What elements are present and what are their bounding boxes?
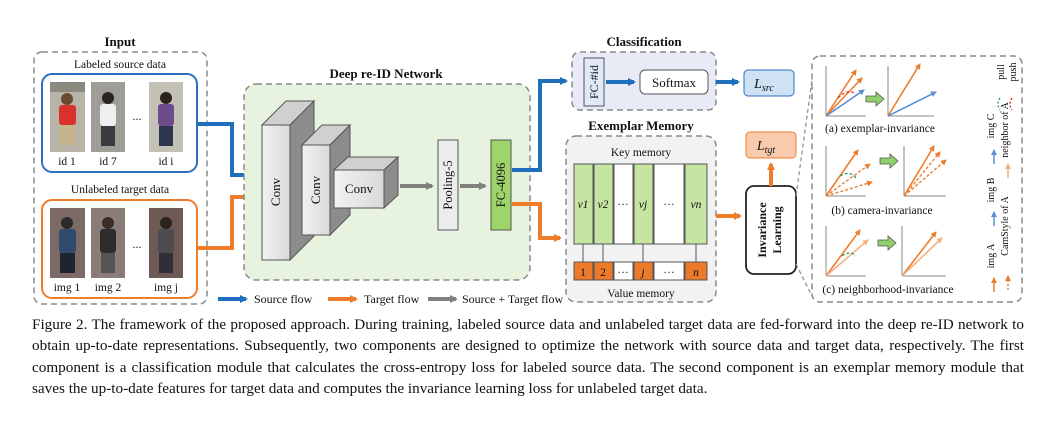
invariance-panels: (a) exemplar-invariance (b) camera-invar…: [811, 55, 1023, 303]
input-section: Input Labeled source data ... id 1 id 7 …: [33, 34, 208, 305]
source-id-1: id 1: [58, 156, 76, 168]
loss-tgt-box: [745, 131, 797, 159]
value-cell-1: [573, 261, 594, 281]
key-label-1: v1: [578, 199, 589, 211]
conv-label-2: Conv: [308, 175, 323, 204]
classification-section: Classification FC-#id Softmax: [571, 34, 717, 111]
loss-tgt-label: Ltgt: [756, 139, 776, 156]
invariance-learning-line1: Invariance: [755, 202, 769, 258]
conv-label-3: Conv: [345, 181, 374, 196]
target-data-label: Unlabeled target data: [71, 184, 169, 196]
source-flow-arrow-to-classification: [512, 77, 568, 172]
panel-b-label: (b) camera-invariance: [831, 205, 932, 217]
key-label-gap-2: ···: [663, 199, 675, 211]
key-cell-gap-1: [613, 163, 634, 245]
value-label-1: 1: [580, 267, 586, 279]
value-memory-cells: 1 2 ··· j ··· n: [573, 261, 708, 281]
value-cell-2: [593, 261, 614, 281]
legend-neighbor-a: neighbor of A: [1000, 101, 1011, 157]
legend-pull: pull: [996, 64, 1007, 80]
invariance-panel-connector: [795, 79, 813, 297]
softmax-label: Softmax: [652, 75, 697, 90]
legend-camstyle-a: CamStyle of A: [1000, 196, 1011, 256]
target-flow-legend-label: Target flow: [364, 292, 420, 306]
panel-camera-invariance: [825, 145, 947, 197]
target-id-2: img 2: [95, 282, 122, 294]
invariance-legend: pull push img C neighbor of A img B CamS…: [986, 63, 1019, 292]
pooling-block: [437, 139, 459, 231]
key-label-n: vn: [691, 199, 702, 211]
panel-b-transition-arrow: [879, 153, 899, 169]
panel-exemplar-invariance: [825, 63, 937, 117]
source-person-image-1: [50, 82, 85, 152]
figure-caption: Figure 2. The framework of the proposed …: [32, 314, 1024, 399]
memory-connectors: [582, 244, 697, 262]
fc-4096-label: FC-4096: [494, 163, 508, 207]
fc-id-block: [583, 57, 605, 107]
softmax-box: [639, 69, 709, 95]
target-ellipsis: ...: [133, 237, 142, 251]
value-cell-gap-2: [653, 261, 685, 281]
key-memory-label: Key memory: [611, 147, 672, 159]
key-label-j: vj: [639, 199, 647, 211]
target-flow-arrow-to-memory: [512, 202, 562, 242]
value-memory-label: Value memory: [607, 288, 675, 300]
legend-img-b: img B: [986, 177, 997, 202]
source-person-image-3: [149, 82, 183, 152]
target-data-box: [41, 199, 198, 299]
loss-src-box: [743, 69, 795, 97]
fc-4096-block: [490, 139, 512, 231]
memory-title: Exemplar Memory: [588, 118, 694, 133]
source-id-3: id i: [158, 156, 173, 168]
target-id-3: img j: [154, 282, 178, 294]
value-cell-j: [633, 261, 654, 281]
pooling-label: Pooling-5: [441, 160, 455, 209]
value-label-2: 2: [600, 267, 606, 279]
key-cell-gap-2: [653, 163, 685, 245]
input-title: Input: [104, 34, 136, 49]
loss-src-label: Lsrc: [753, 77, 774, 94]
value-label-n: n: [693, 267, 699, 279]
value-cell-gap-1: [613, 261, 634, 281]
source-data-box: [41, 73, 198, 173]
target-person-image-3: [149, 208, 183, 278]
framework-figure: Input Labeled source data ... id 1 id 7 …: [33, 34, 1023, 306]
panel-a-label: (a) exemplar-invariance: [825, 123, 935, 135]
target-id-1: img 1: [54, 282, 81, 294]
push-icon: [1009, 97, 1013, 111]
value-label-gap-1: ···: [617, 267, 629, 279]
panel-neighborhood-invariance: [825, 226, 946, 277]
panel-c-label: (c) neighborhood-invariance: [822, 284, 953, 296]
both-flow-legend-label: Source + Target flow: [462, 292, 563, 306]
classification-title: Classification: [606, 34, 682, 49]
conv-label-1: Conv: [268, 177, 283, 206]
conv-block-3: [332, 155, 400, 210]
value-label-j: j: [639, 267, 644, 279]
panel-a-transition-arrow: [865, 91, 885, 107]
pull-icon: [997, 97, 1001, 111]
caption-text: Figure 2. The framework of the proposed …: [32, 316, 1024, 397]
source-person-image-2: [91, 82, 125, 152]
invariance-learning-line2: Learning: [770, 206, 784, 253]
legend-push: push: [1008, 63, 1019, 82]
source-id-2: id 7: [99, 156, 117, 168]
legend-img-a: img A: [986, 243, 997, 269]
source-ellipsis: ...: [133, 109, 142, 123]
source-data-label: Labeled source data: [74, 59, 166, 71]
panel-c-transition-arrow: [877, 235, 897, 251]
legend-img-c: img C: [986, 113, 997, 138]
memory-section: Exemplar Memory Key memory v1 v2 ··· vj …: [565, 118, 717, 303]
key-memory-cells: v1 v2 ··· vj ··· vn: [573, 163, 708, 245]
source-flow-legend-label: Source flow: [254, 292, 313, 306]
fc-id-label: FC-#id: [587, 65, 601, 99]
flow-legend: Source flow Target flow Source + Target …: [218, 292, 563, 306]
key-label-2: v2: [598, 199, 609, 211]
key-label-gap-1: ···: [617, 199, 629, 211]
value-cell-n: [684, 261, 708, 281]
target-person-image-1: [50, 208, 85, 278]
value-label-gap-2: ···: [663, 267, 675, 279]
target-person-image-2: [91, 208, 125, 278]
network-section: Deep re-ID Network Conv Conv Conv Poolin…: [243, 66, 531, 281]
network-title: Deep re-ID Network: [329, 66, 443, 81]
